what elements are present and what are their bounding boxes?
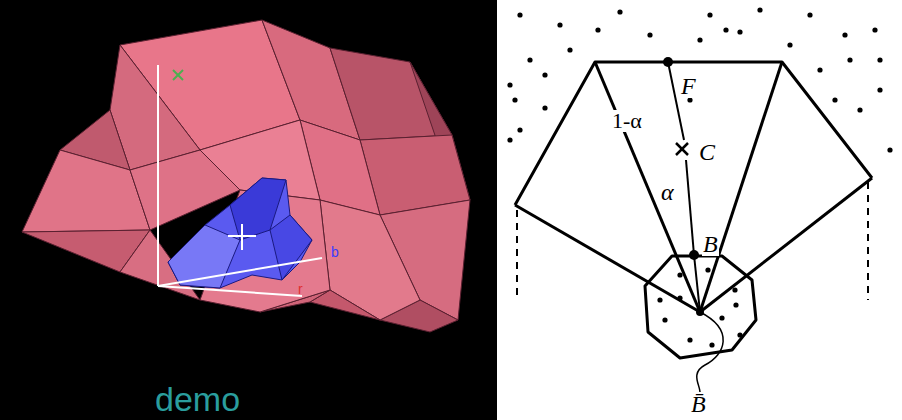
point-dot [705,267,710,272]
point-dot [723,27,728,32]
point-dot [542,105,547,110]
point-dot [887,147,892,152]
point-dot [687,337,692,342]
point-dot [517,127,522,132]
point-dot [687,97,692,102]
point-dot [719,315,724,320]
point-dot [697,37,702,42]
point-label: B̄ [690,392,707,416]
point-dot [512,97,517,102]
point-dot [877,87,882,92]
point-dot [847,57,852,62]
point-dot [567,47,572,52]
point-dot [817,67,822,72]
point-label: C [698,140,716,164]
point-dot [542,72,547,77]
point-dot [709,342,714,347]
point-dot [517,12,522,17]
point-dot [595,27,600,32]
ratio-label: 1-α [611,110,643,132]
point-dot [647,32,652,37]
point-dot [657,297,662,302]
axis-label: b [331,245,339,259]
point-dot [732,287,737,292]
point-label: F [680,74,697,98]
point-label: B [702,232,719,256]
point-dot [787,42,792,47]
ratio-label: α [660,180,675,204]
point-dot [733,302,738,307]
point-dot [832,97,837,102]
point-dot [877,57,882,62]
point-dot [662,317,667,322]
point-dot [677,295,682,300]
caption-label: demo [155,382,240,416]
point-dot [507,82,512,87]
point-dot [707,12,712,17]
axis-label: r [298,282,303,296]
point-dot [872,27,877,32]
point-dot [737,332,742,337]
point-dot [617,9,622,14]
point-dot [677,272,682,277]
point-dot [527,57,532,62]
point-dot [757,7,762,12]
point-dot [807,12,812,17]
point-dot [857,107,862,112]
point-dot [842,32,847,37]
point-dot [737,29,742,34]
point-dot [557,22,562,27]
point-dot [507,137,512,142]
